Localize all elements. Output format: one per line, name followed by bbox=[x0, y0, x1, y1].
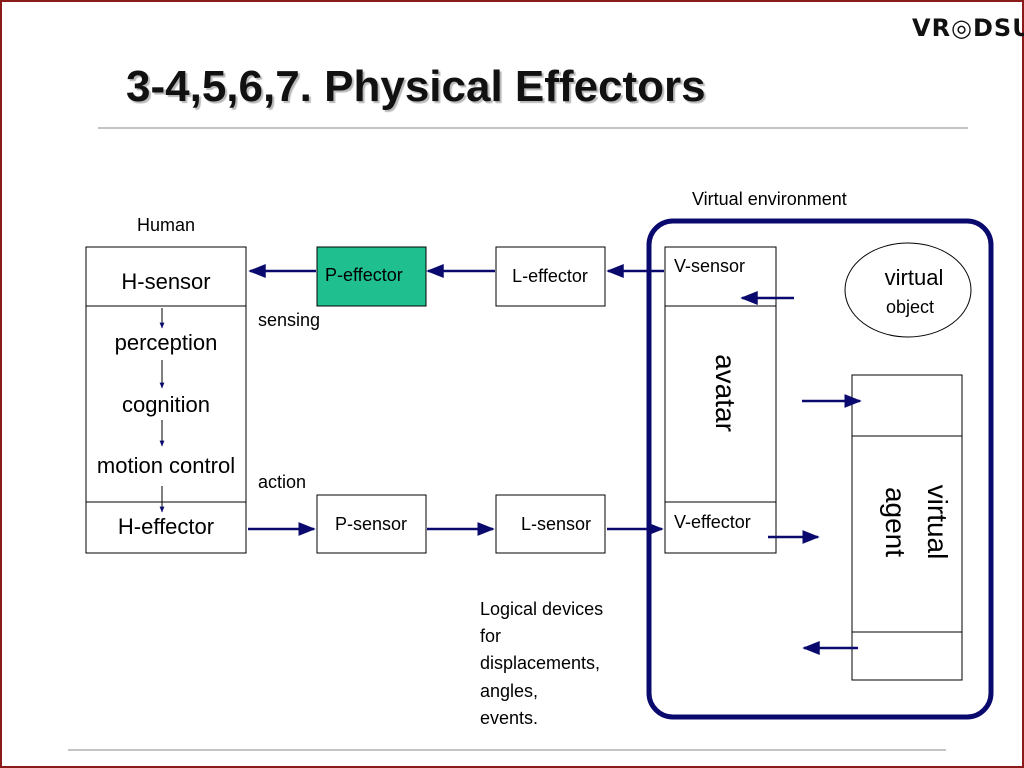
p-sensor-box bbox=[316, 494, 427, 554]
virtual-agent-line2: agent bbox=[880, 487, 911, 557]
v-effector-label: V-effector bbox=[674, 512, 751, 532]
motion-control-label: motion control bbox=[97, 453, 235, 478]
virtual-environment-label: Virtual environment bbox=[692, 189, 847, 209]
virtual-object-ellipse bbox=[844, 242, 972, 338]
perception-label: perception bbox=[115, 330, 218, 355]
virtual-object-line2: object bbox=[886, 297, 934, 317]
logical-devices-line1: Logical devices bbox=[480, 599, 603, 619]
logical-devices-line3: displacements, bbox=[480, 653, 600, 673]
human-column-box bbox=[85, 246, 247, 554]
virtual-object-line1: virtual bbox=[885, 265, 944, 290]
slide-title: 3-4,5,6,7. Physical Effectors bbox=[126, 62, 706, 111]
logical-devices-line5: events. bbox=[480, 708, 538, 728]
logical-devices-line4: angles, bbox=[480, 681, 538, 701]
l-effector-box bbox=[495, 246, 606, 307]
l-sensor-box bbox=[495, 494, 606, 554]
h-effector-label: H-effector bbox=[118, 514, 214, 539]
virtual-environment-border bbox=[646, 218, 994, 720]
virtual-agent-box bbox=[851, 374, 963, 681]
p-sensor-label: P-sensor bbox=[335, 514, 407, 534]
human-label: Human bbox=[137, 215, 195, 235]
logical-devices-line2: for bbox=[480, 626, 501, 646]
p-effector-label: P-effector bbox=[325, 265, 403, 285]
l-effector-label: L-effector bbox=[512, 266, 588, 286]
logical-devices-note: Logical devices for displacements, angle… bbox=[480, 599, 608, 728]
v-sensor-label: V-sensor bbox=[674, 256, 745, 276]
h-sensor-label: H-sensor bbox=[121, 269, 210, 294]
cognition-label: cognition bbox=[122, 392, 210, 417]
sensing-label: sensing bbox=[258, 310, 320, 330]
l-sensor-label: L-sensor bbox=[521, 514, 591, 534]
vr-dsu-logo: VR◎DSU bbox=[912, 14, 1024, 42]
p-effector-box bbox=[316, 246, 427, 307]
avatar-label: avatar bbox=[710, 354, 741, 432]
action-label: action bbox=[258, 472, 306, 492]
virtual-agent-line1: virtual bbox=[922, 485, 953, 560]
